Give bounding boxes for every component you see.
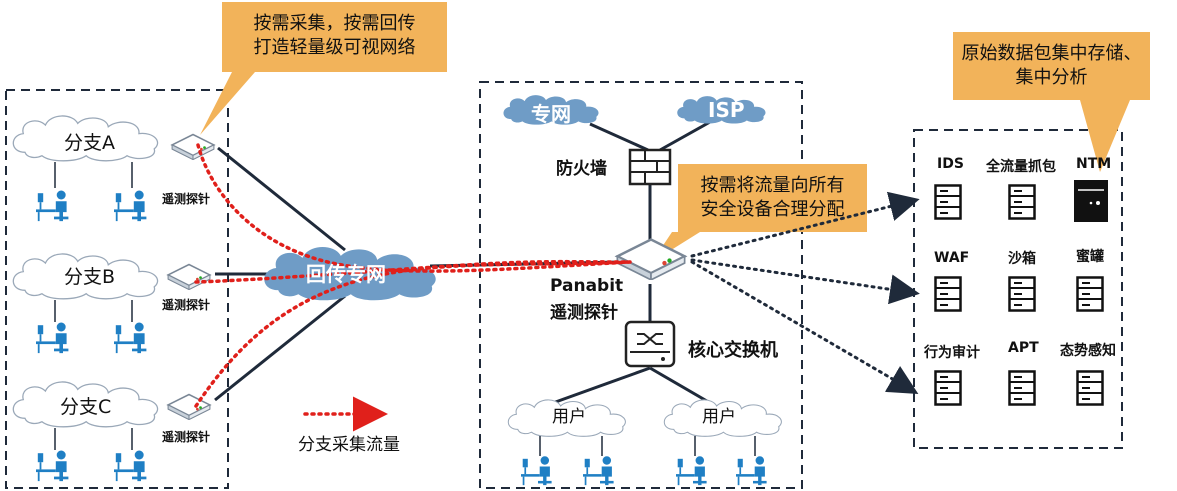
firewall-label: 防火墙 bbox=[556, 159, 607, 179]
panabit-probe-label: 遥测探针 bbox=[550, 303, 618, 323]
link-c-backhaul bbox=[214, 294, 346, 402]
distribution-path-bottom bbox=[690, 260, 919, 395]
user-icon bbox=[736, 456, 767, 486]
distribution-path-mid bbox=[690, 258, 920, 305]
user-cloud-right-label: 用户 bbox=[702, 407, 736, 427]
device-label-waf: WAF bbox=[934, 250, 970, 266]
server-icon bbox=[1008, 370, 1036, 406]
branch-a-label: 分支A bbox=[64, 132, 115, 154]
link-a-backhaul bbox=[217, 146, 346, 252]
core-switch-icon bbox=[624, 320, 676, 368]
user-icon bbox=[36, 322, 69, 354]
device-label-apt: APT bbox=[1008, 340, 1039, 356]
user-icon bbox=[36, 450, 69, 482]
user-icon bbox=[521, 456, 552, 486]
callout-middle bbox=[652, 164, 867, 262]
user-icon bbox=[676, 456, 707, 486]
probe-icon bbox=[167, 393, 211, 420]
isp-label: ISP bbox=[708, 98, 745, 122]
callout-top-right-text: 原始数据包集中存储、 集中分析 bbox=[961, 43, 1142, 88]
ntm-appliance-icon bbox=[1074, 180, 1108, 222]
legend-label: 分支采集流量 bbox=[298, 435, 400, 455]
traffic-path-a bbox=[196, 143, 632, 273]
callout-top-right bbox=[953, 32, 1150, 172]
probe-icon bbox=[167, 263, 211, 290]
server-icon bbox=[934, 276, 962, 312]
user-icon bbox=[114, 190, 147, 222]
server-icon bbox=[1076, 370, 1104, 406]
private-network-label: 专网 bbox=[531, 102, 571, 126]
hq-zone-border bbox=[479, 81, 803, 489]
server-icon bbox=[1076, 276, 1104, 312]
device-label-audit: 行为审计 bbox=[924, 345, 980, 361]
probe-b-label: 遥测探针 bbox=[162, 298, 211, 312]
branch-b-label: 分支B bbox=[64, 266, 116, 288]
user-icon bbox=[114, 322, 147, 354]
traffic-path-c bbox=[194, 260, 632, 408]
device-label-honeypot: 蜜罐 bbox=[1076, 249, 1104, 265]
probe-c-label: 遥测探针 bbox=[162, 430, 211, 444]
firewall-icon bbox=[628, 148, 672, 186]
callout-top-left-text: 按需采集，按需回传 打造轻量级可视网络 bbox=[253, 13, 416, 58]
device-label-sandbox: 沙箱 bbox=[1008, 251, 1036, 267]
server-icon bbox=[1008, 184, 1036, 220]
user-icon bbox=[114, 450, 147, 482]
user-icon bbox=[583, 456, 614, 486]
link-switch-users-right bbox=[649, 366, 713, 406]
core-switch-label: 核心交换机 bbox=[688, 340, 778, 361]
probe-a-label: 遥测探针 bbox=[162, 192, 211, 206]
backhaul-cloud-label: 回传专网 bbox=[306, 262, 386, 286]
server-icon bbox=[934, 370, 962, 406]
server-icon bbox=[1008, 276, 1036, 312]
device-label-full-capture: 全流量抓包 bbox=[986, 159, 1056, 175]
callout-middle-text: 按需将流量向所有 安全设备合理分配 bbox=[700, 175, 845, 220]
distribution-path-top bbox=[690, 191, 920, 258]
link-switch-users-left bbox=[549, 366, 651, 406]
device-label-situational: 态势感知 bbox=[1060, 343, 1116, 359]
device-label-ids: IDS bbox=[937, 156, 964, 172]
callout-top-left bbox=[200, 2, 447, 135]
link-firewall-private bbox=[589, 122, 649, 152]
probe-icon bbox=[171, 133, 215, 160]
user-cloud-left-label: 用户 bbox=[552, 407, 586, 427]
server-icon bbox=[934, 184, 962, 220]
user-icon bbox=[36, 190, 69, 222]
branch-c-label: 分支C bbox=[60, 396, 112, 418]
link-firewall-isp bbox=[659, 120, 711, 152]
branch-zone-border bbox=[5, 89, 229, 489]
device-label-ntm: NTM bbox=[1076, 156, 1112, 172]
panabit-label: Panabit bbox=[550, 276, 624, 296]
